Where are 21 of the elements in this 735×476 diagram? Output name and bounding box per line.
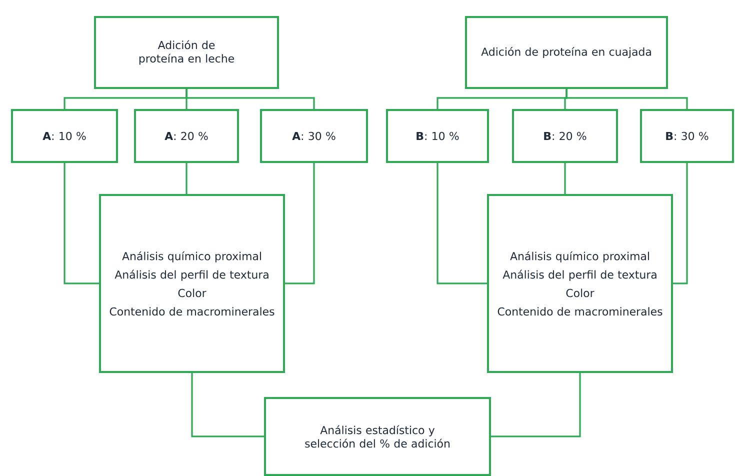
connector: [285, 162, 315, 284]
process-box: Adición de proteína en cuajada: [465, 16, 668, 89]
connector: [186, 162, 188, 194]
result-box: Análisis estadístico y selección del % de adición: [264, 396, 491, 476]
level-box: B: 30 %: [640, 108, 734, 163]
connector: [564, 162, 566, 194]
connector: [436, 162, 487, 284]
connector: [186, 88, 315, 109]
connector: [64, 162, 99, 284]
connector: [566, 88, 688, 109]
process-box: Adición de proteína en leche: [94, 16, 279, 89]
level-box: A: 20 %: [134, 108, 239, 163]
connector: [673, 162, 688, 284]
connector: [491, 372, 581, 438]
level-box: A: 30 %: [260, 108, 368, 163]
analysis-box: Análisis químico proximal Análisis del perfil de textura Color Contenido de macrominerales: [487, 194, 673, 373]
level-box: A: 10 %: [11, 108, 118, 163]
level-box: B: 10 %: [386, 108, 489, 163]
level-box: B: 20 %: [512, 108, 618, 163]
analysis-box: Análisis químico proximal Análisis del perfil de textura Color Contenido de macrominerales: [99, 194, 285, 373]
connector: [191, 372, 264, 438]
